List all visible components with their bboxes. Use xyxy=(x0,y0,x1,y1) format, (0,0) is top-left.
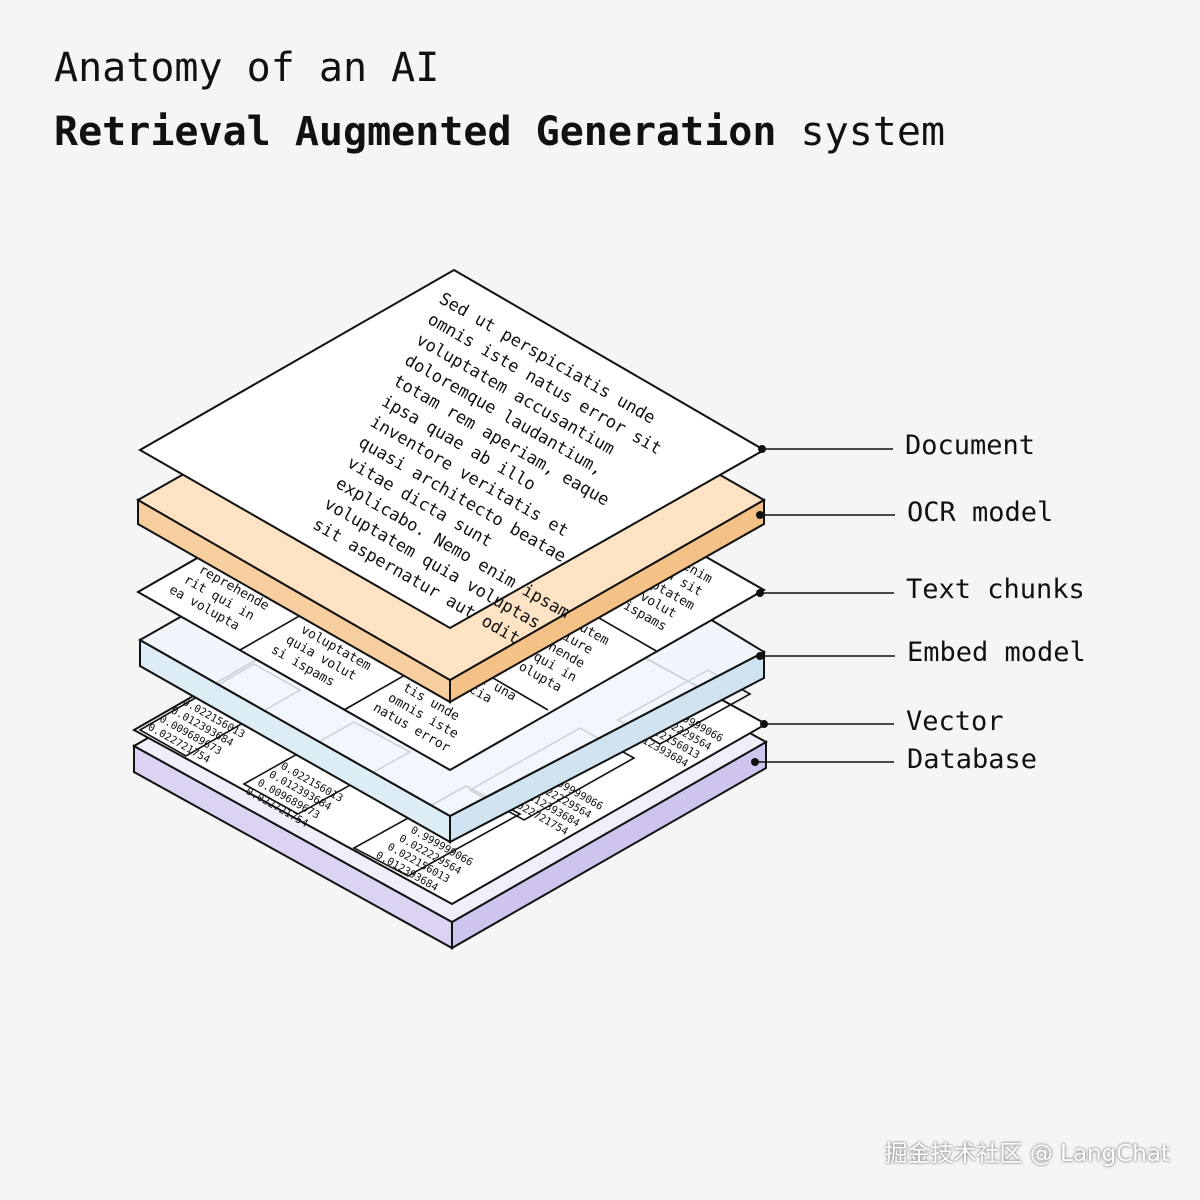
title-line-1: Anatomy of an AI xyxy=(54,45,440,91)
title-line-2: Retrieval Augmented Generation system xyxy=(54,106,945,158)
dot-ocr xyxy=(756,511,764,519)
diagram-title: Anatomy of an AI Retrieval Augmented Gen… xyxy=(54,42,945,158)
leader-lines xyxy=(755,448,895,763)
watermark: 掘金技术社区 @ LangChat xyxy=(884,1141,1170,1167)
title-rest: system xyxy=(776,109,946,155)
dot-embed xyxy=(756,652,764,660)
dot-document xyxy=(758,445,766,453)
title-bold: Retrieval Augmented Generation xyxy=(54,109,777,155)
label-vector: Vector xyxy=(906,706,1004,737)
dot-chunks xyxy=(756,589,764,597)
dot-database xyxy=(751,758,759,766)
dot-vector xyxy=(760,720,768,728)
label-text-chunks: Text chunks xyxy=(906,574,1085,605)
label-embed-model: Embed model xyxy=(907,637,1086,668)
label-document: Document xyxy=(905,430,1036,461)
label-database: Database xyxy=(907,744,1038,775)
label-ocr-model: OCR model xyxy=(907,497,1054,528)
leader-dots xyxy=(751,445,768,766)
